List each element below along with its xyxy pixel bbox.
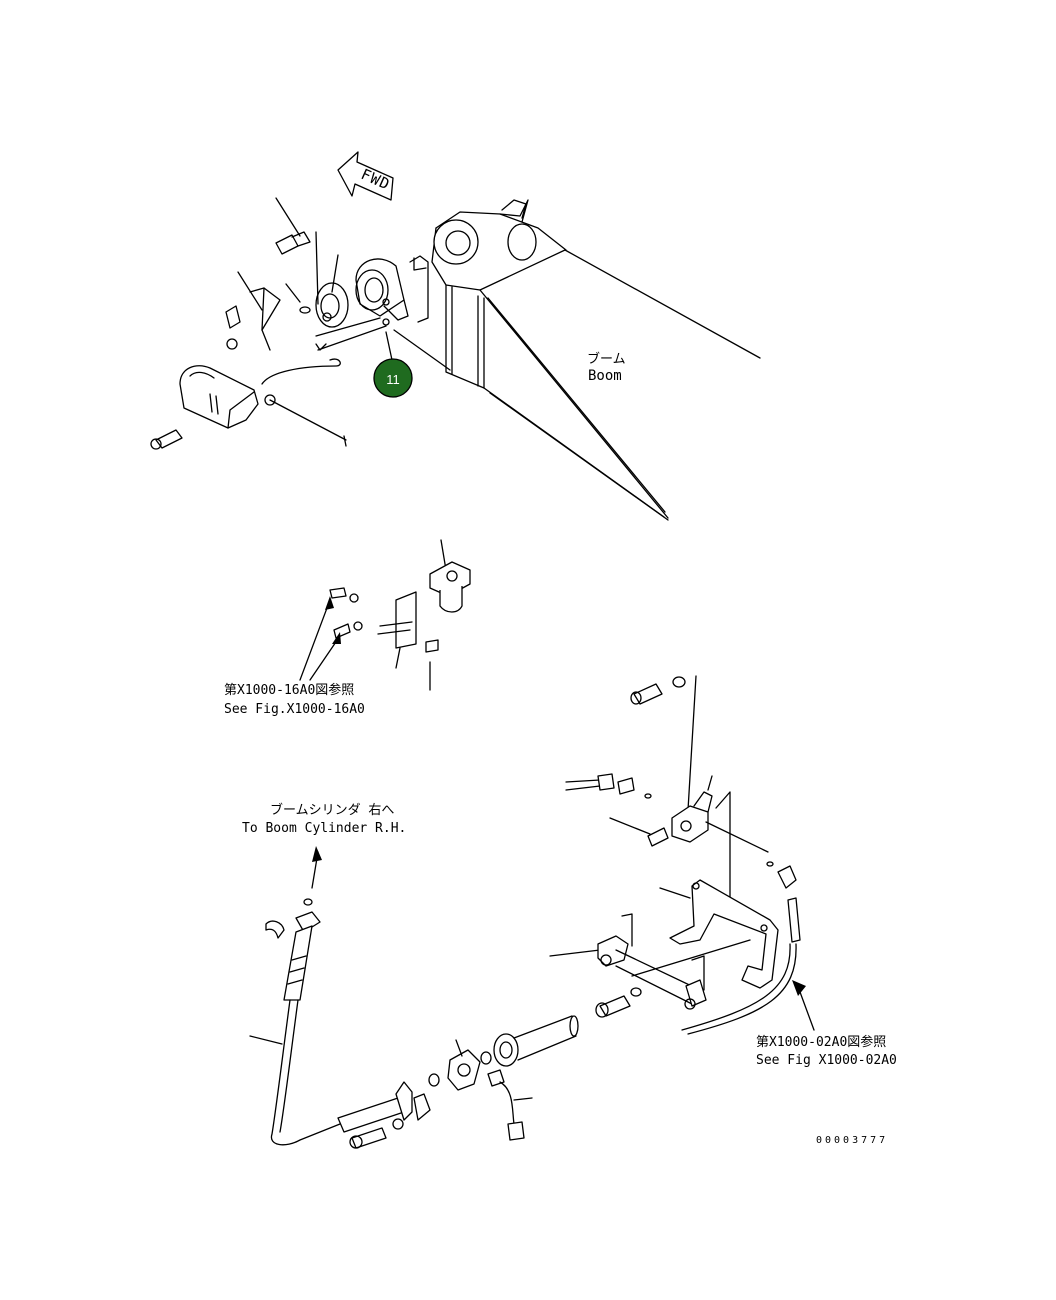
- fwd-arrow-icon: FWD: [337, 151, 394, 201]
- boom-label-jp: ブーム: [587, 351, 626, 367]
- callout-11-badge: [373, 358, 413, 398]
- callout-11[interactable]: 11: [373, 358, 413, 398]
- cylinder-label-jp: ブームシリンダ 右へ: [270, 802, 394, 818]
- valve-bracket-assembly: [549, 675, 815, 1035]
- fwd-label: FWD: [358, 165, 393, 194]
- cylinder-hose-assembly: [249, 846, 579, 1149]
- horn-assembly: [150, 197, 451, 450]
- ref-16a0-en: See Fig.X1000-16A0: [224, 702, 365, 717]
- ref-02a0-en: See Fig X1000-02A0: [756, 1053, 897, 1068]
- ref-16a0-jp: 第X1000-16A0図参照: [224, 682, 354, 698]
- ref-02a0-jp: 第X1000-02A0図参照: [756, 1034, 886, 1050]
- drawing-number: 00003777: [816, 1135, 888, 1146]
- cylinder-label-en: To Boom Cylinder R.H.: [242, 821, 406, 836]
- boom-label-en: Boom: [588, 368, 622, 384]
- callout-11-number: 11: [386, 372, 400, 387]
- boom-structure: [409, 199, 761, 521]
- filter-assembly: [299, 539, 471, 691]
